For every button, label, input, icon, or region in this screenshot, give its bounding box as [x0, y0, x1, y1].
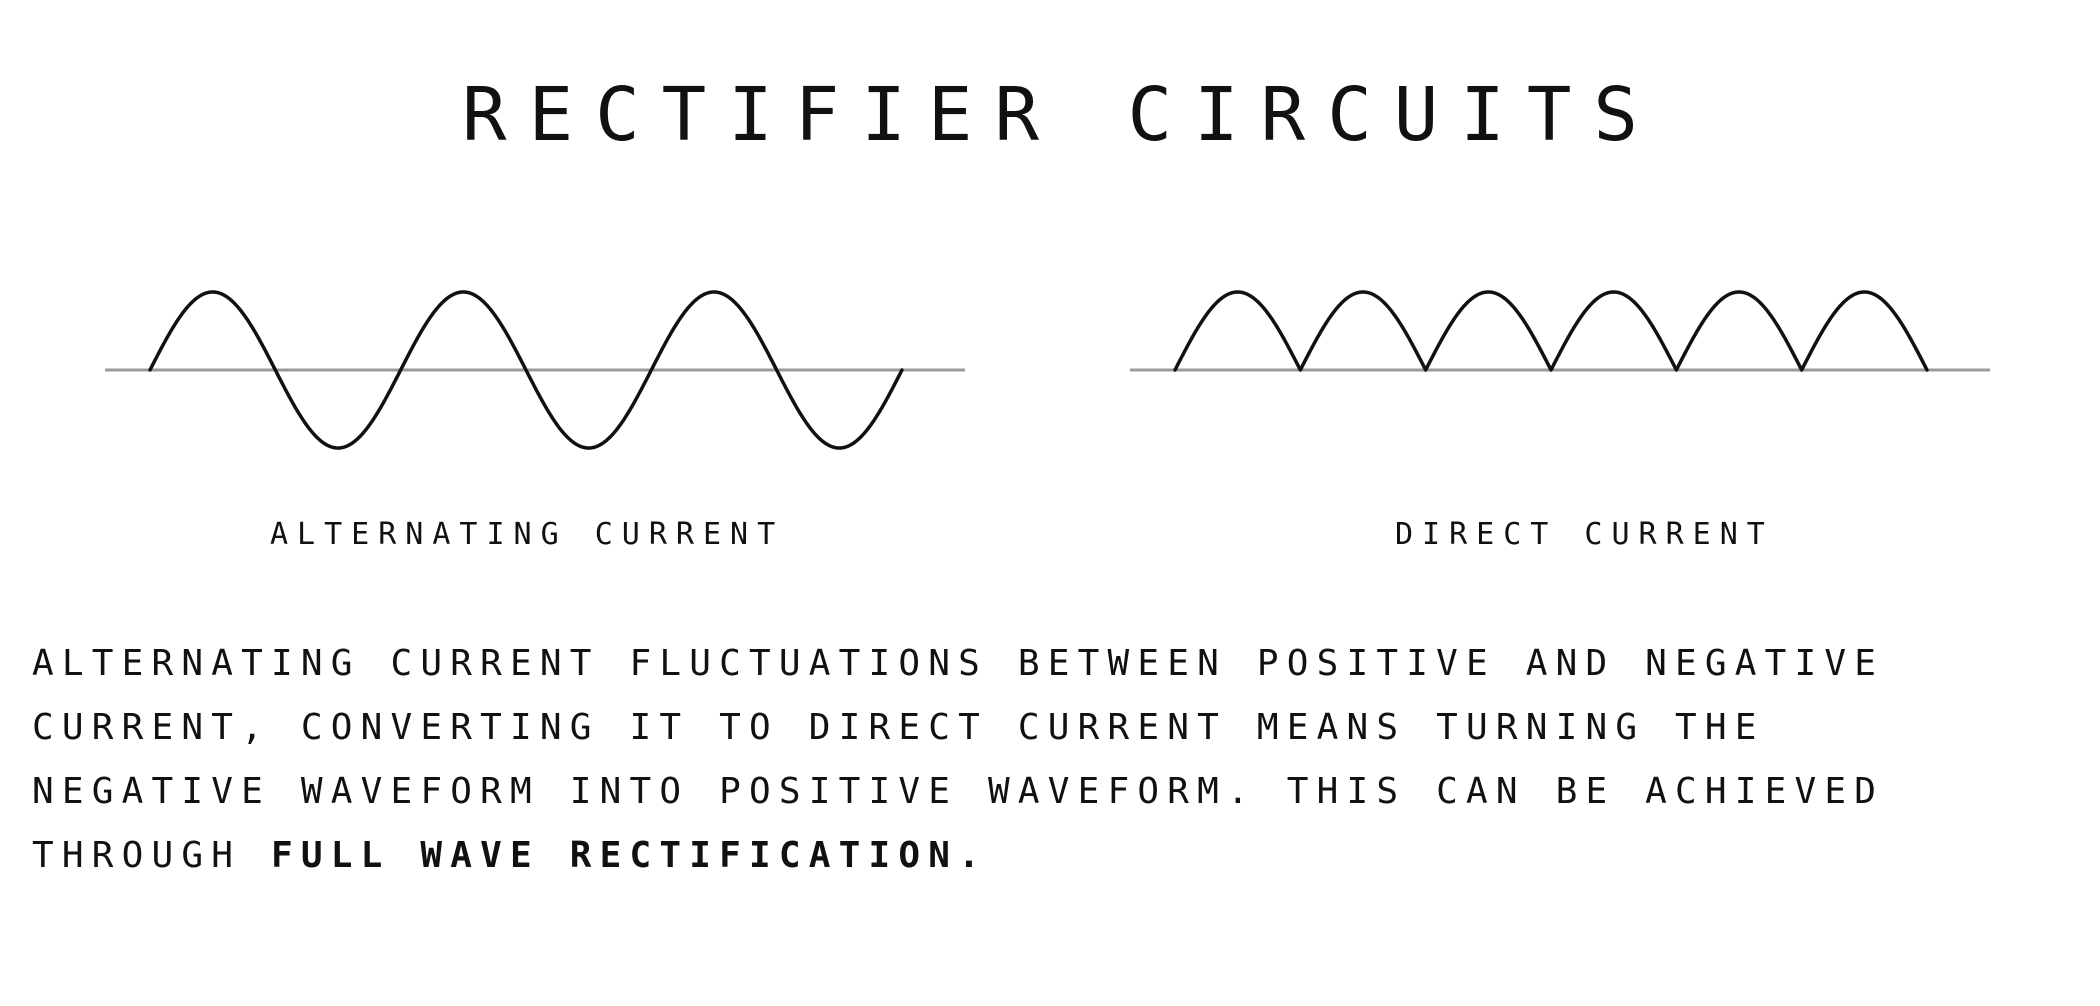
- description-line-1: ALTERNATING CURRENT FLUCTUATIONS BETWEEN…: [32, 643, 1885, 684]
- ac-sine-wave: [148, 290, 904, 450]
- direct-current-waveform-graphic: [1130, 290, 1990, 372]
- page-title: RECTIFIER CIRCUITS: [462, 72, 1660, 158]
- alternating-current-waveform-graphic: [105, 290, 965, 450]
- description-line-4-prefix: THROUGH: [32, 835, 271, 876]
- direct-current-diagram: [1130, 270, 2000, 490]
- alternating-current-diagram: [105, 270, 975, 490]
- description-line-3: NEGATIVE WAVEFORM INTO POSITIVE WAVEFORM…: [32, 771, 1885, 812]
- description-paragraph: ALTERNATING CURRENT FLUCTUATIONS BETWEEN…: [32, 632, 2082, 888]
- dc-caption: DIRECT CURRENT: [1395, 517, 1774, 552]
- full-wave-rectification-emphasis: FULL WAVE RECTIFICATION.: [271, 835, 988, 876]
- dc-rectified-wave: [1173, 290, 1929, 372]
- ac-caption: ALTERNATING CURRENT: [270, 517, 785, 552]
- description-line-2: CURRENT, CONVERTING IT TO DIRECT CURRENT…: [32, 707, 1765, 748]
